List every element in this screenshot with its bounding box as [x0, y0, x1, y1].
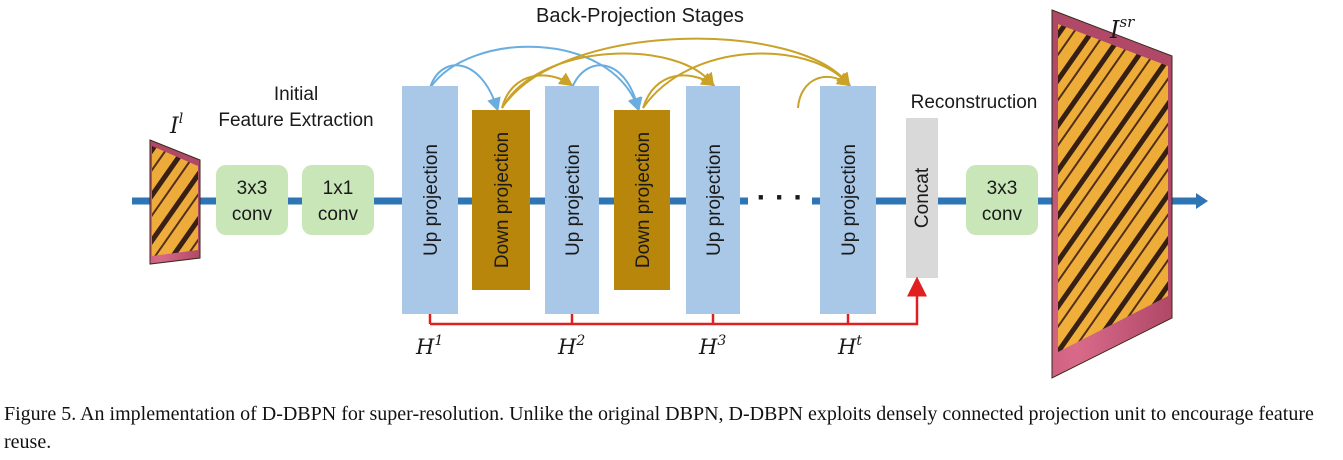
reconstruction-conv-3x3-block: 3x3 conv	[966, 165, 1038, 235]
figure-caption: Figure 5. An implementation of D-DBPN fo…	[4, 403, 1314, 453]
up-projection-block-t: Up projection	[820, 86, 876, 314]
svg-text:Down projection: Down projection	[492, 132, 513, 268]
up-projection-block-2: Up projection	[545, 86, 599, 314]
svg-text:Up projection: Up projection	[563, 144, 584, 256]
input-butterfly-image	[149, 139, 201, 265]
svg-text:Up projection: Up projection	[839, 144, 860, 256]
gold-arc-3	[501, 37, 851, 109]
back-projection-title: Back-Projection Stages	[536, 5, 744, 27]
svg-text:Up projection: Up projection	[704, 144, 725, 256]
svg-text:conv: conv	[318, 204, 359, 225]
h-label-2: H2	[557, 333, 585, 359]
concat-block: Concat	[906, 118, 938, 278]
gold-arc-6	[797, 72, 852, 109]
hidden-state-connections	[428, 276, 927, 326]
initial-label-line2: Feature Extraction	[218, 110, 373, 131]
output-image-label: Isr	[1109, 13, 1135, 44]
initial-label-line1: Initial	[274, 84, 318, 105]
svg-text:Down projection: Down projection	[633, 132, 654, 268]
input-image-label: Il	[169, 111, 183, 139]
blue-arc-3	[571, 64, 643, 112]
svg-text:Concat: Concat	[912, 167, 933, 228]
dense-connections	[429, 37, 852, 112]
svg-text:3x3: 3x3	[237, 178, 268, 199]
blue-arc-1	[429, 64, 501, 112]
h-label-t: Ht	[837, 333, 862, 359]
down-projection-block-1: Down projection	[472, 110, 530, 290]
svg-text:Up projection: Up projection	[421, 144, 442, 256]
up-projection-block-1: Up projection	[402, 86, 458, 314]
gold-arc-4	[642, 72, 716, 109]
conv-1x1-block: 1x1 conv	[302, 165, 374, 235]
down-projection-block-2: Down projection	[614, 110, 670, 290]
reconstruction-label: Reconstruction	[911, 92, 1038, 113]
output-butterfly-image	[1051, 9, 1173, 379]
gold-arc-5	[642, 52, 851, 109]
ellipsis: · · ·	[757, 181, 804, 214]
h-label-3: H3	[698, 333, 726, 359]
up-projection-block-3: Up projection	[686, 86, 740, 314]
d-dbpn-diagram: Il Initial Feature Extraction 3x3 conv 1…	[132, 5, 1208, 379]
svg-text:3x3: 3x3	[987, 178, 1018, 199]
svg-text:conv: conv	[982, 204, 1023, 225]
h-label-1: H1	[415, 333, 443, 359]
conv-3x3-block: 3x3 conv	[216, 165, 288, 235]
output-arrowhead	[1196, 193, 1208, 209]
svg-text:conv: conv	[232, 204, 273, 225]
blue-arc-2	[429, 45, 642, 112]
svg-text:1x1: 1x1	[323, 178, 354, 199]
gold-arc-2	[501, 52, 715, 109]
